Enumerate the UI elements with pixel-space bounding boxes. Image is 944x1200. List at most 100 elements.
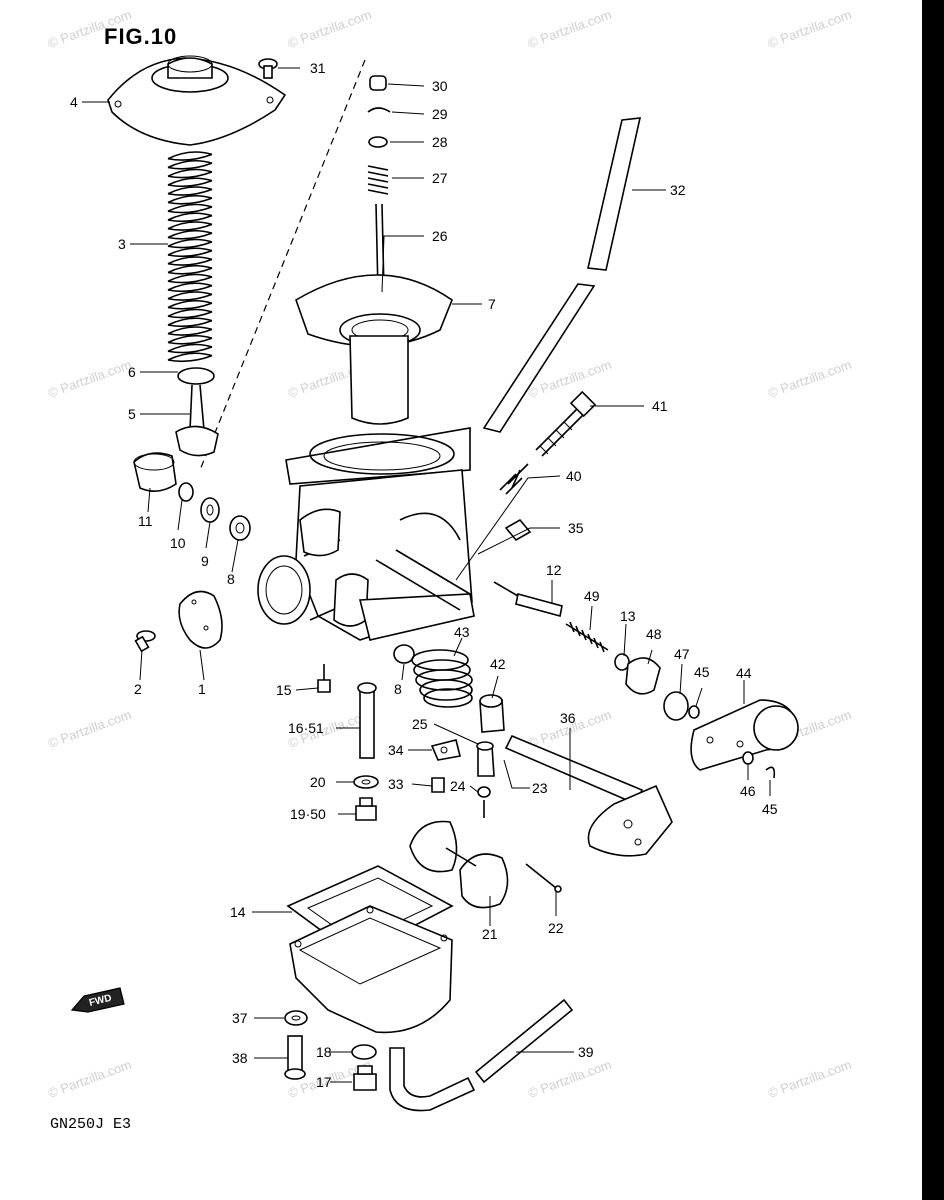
fwd-arrow-icon: FWD (70, 987, 125, 1013)
part-plate-1 (178, 590, 223, 649)
callout-41: 41 (652, 398, 668, 414)
callout-19-50: 19·50 (290, 806, 326, 822)
watermark: © Partzilla.com (766, 7, 853, 51)
model-code: GN250J E3 (50, 1116, 132, 1133)
watermark: © Partzilla.com (46, 357, 133, 401)
callout-6: 6 (128, 364, 136, 380)
part-spring-43 (411, 649, 473, 708)
callout-23: 23 (532, 780, 548, 796)
part-drain-hose-39 (389, 998, 574, 1112)
part-cylinder-42 (479, 694, 505, 733)
callout-21: 21 (482, 926, 498, 942)
callout-22: 22 (548, 920, 564, 936)
part-float-21 (409, 820, 509, 909)
callout-29: 29 (432, 106, 448, 122)
part-tube-32 (482, 117, 642, 433)
callout-35: 35 (568, 520, 584, 536)
part-holder-5 (175, 384, 219, 457)
watermark: © Partzilla.com (766, 1057, 853, 1101)
part-shaft-36 (504, 734, 673, 857)
part-pilot-screw-12 (493, 581, 563, 617)
part-top-cap (107, 55, 287, 146)
callout-25: 25 (412, 716, 428, 732)
callout-28: 28 (432, 134, 448, 150)
part-diaphragm-7 (295, 274, 453, 425)
part-jet-35 (504, 518, 532, 542)
part-spring-49 (565, 621, 609, 653)
part-stack-26-30 (367, 75, 391, 293)
part-screw-31 (258, 58, 278, 79)
callout-33: 33 (388, 776, 404, 792)
callout-20: 20 (310, 774, 326, 790)
part-jets-19-20 (353, 775, 379, 821)
callout-31: 31 (310, 60, 326, 76)
callout-15: 15 (276, 682, 292, 698)
callout-42: 42 (490, 656, 506, 672)
callout-45: 45 (694, 664, 710, 680)
callout-2: 2 (134, 681, 142, 697)
callout-5: 5 (128, 406, 136, 422)
watermark: © Partzilla.com (46, 7, 133, 51)
callout-4: 4 (70, 94, 78, 110)
callout-9: 9 (201, 553, 209, 569)
watermark: © Partzilla.com (46, 1057, 133, 1101)
part-ring-6 (177, 367, 215, 385)
callout-47: 47 (674, 646, 690, 662)
part-needle-valve-23 (476, 741, 495, 818)
callout-18: 18 (316, 1044, 332, 1060)
part-lever-44 (690, 699, 799, 779)
callout-8: 8 (227, 571, 235, 587)
part-tube-16 (357, 682, 377, 759)
callout-27: 27 (432, 170, 448, 186)
callout-45-second: 45 (762, 801, 778, 817)
watermark: © Partzilla.com (526, 7, 613, 51)
watermark: © Partzilla.com (286, 7, 373, 51)
alignment-line (199, 59, 366, 471)
part-screw-41 (535, 390, 597, 457)
callout-43: 43 (454, 624, 470, 640)
callout-26: 26 (432, 228, 448, 244)
callout-3: 3 (118, 236, 126, 252)
part-pin-22 (525, 863, 562, 893)
part-spring-3 (167, 151, 213, 363)
part-washers-13-48-47 (614, 653, 700, 721)
part-spring-40 (499, 463, 529, 495)
part-clip-34 (430, 739, 461, 793)
callout-44: 44 (736, 665, 752, 681)
part-float-bowl-14 (286, 865, 454, 1034)
part-carburetor-body (257, 427, 475, 641)
part-washers (178, 482, 415, 664)
part-drain-parts (284, 1010, 377, 1091)
leader-lines (82, 67, 771, 1083)
callout-16-51: 16·51 (288, 720, 324, 736)
callout-30: 30 (432, 78, 448, 94)
callout-37: 37 (232, 1010, 248, 1026)
figure-title: FIG.10 (104, 24, 178, 49)
part-cap-11 (133, 452, 177, 492)
watermark: © Partzilla.com (526, 1057, 613, 1101)
callout-1: 1 (198, 681, 206, 697)
callout-labels: 1 2 3 4 5 6 7 8 8 9 10 11 12 13 14 15 16… (70, 60, 778, 1090)
callout-17: 17 (316, 1074, 332, 1090)
fwd-label: FWD (88, 993, 113, 1009)
callout-13: 13 (620, 608, 636, 624)
callout-24: 24 (450, 778, 466, 794)
callout-10: 10 (170, 535, 186, 551)
part-screw-15 (317, 664, 331, 693)
callout-38: 38 (232, 1050, 248, 1066)
callout-48: 48 (646, 626, 662, 642)
callout-46: 46 (740, 783, 756, 799)
callout-12: 12 (546, 562, 562, 578)
callout-49: 49 (584, 588, 600, 604)
page-edge-bar (922, 0, 944, 1200)
callout-8-second: 8 (394, 681, 402, 697)
callout-32: 32 (670, 182, 686, 198)
callout-14: 14 (230, 904, 246, 920)
callout-7: 7 (488, 296, 496, 312)
callout-40: 40 (566, 468, 582, 484)
callout-36: 36 (560, 710, 576, 726)
part-screw-2 (134, 630, 156, 653)
callout-11: 11 (138, 513, 153, 529)
